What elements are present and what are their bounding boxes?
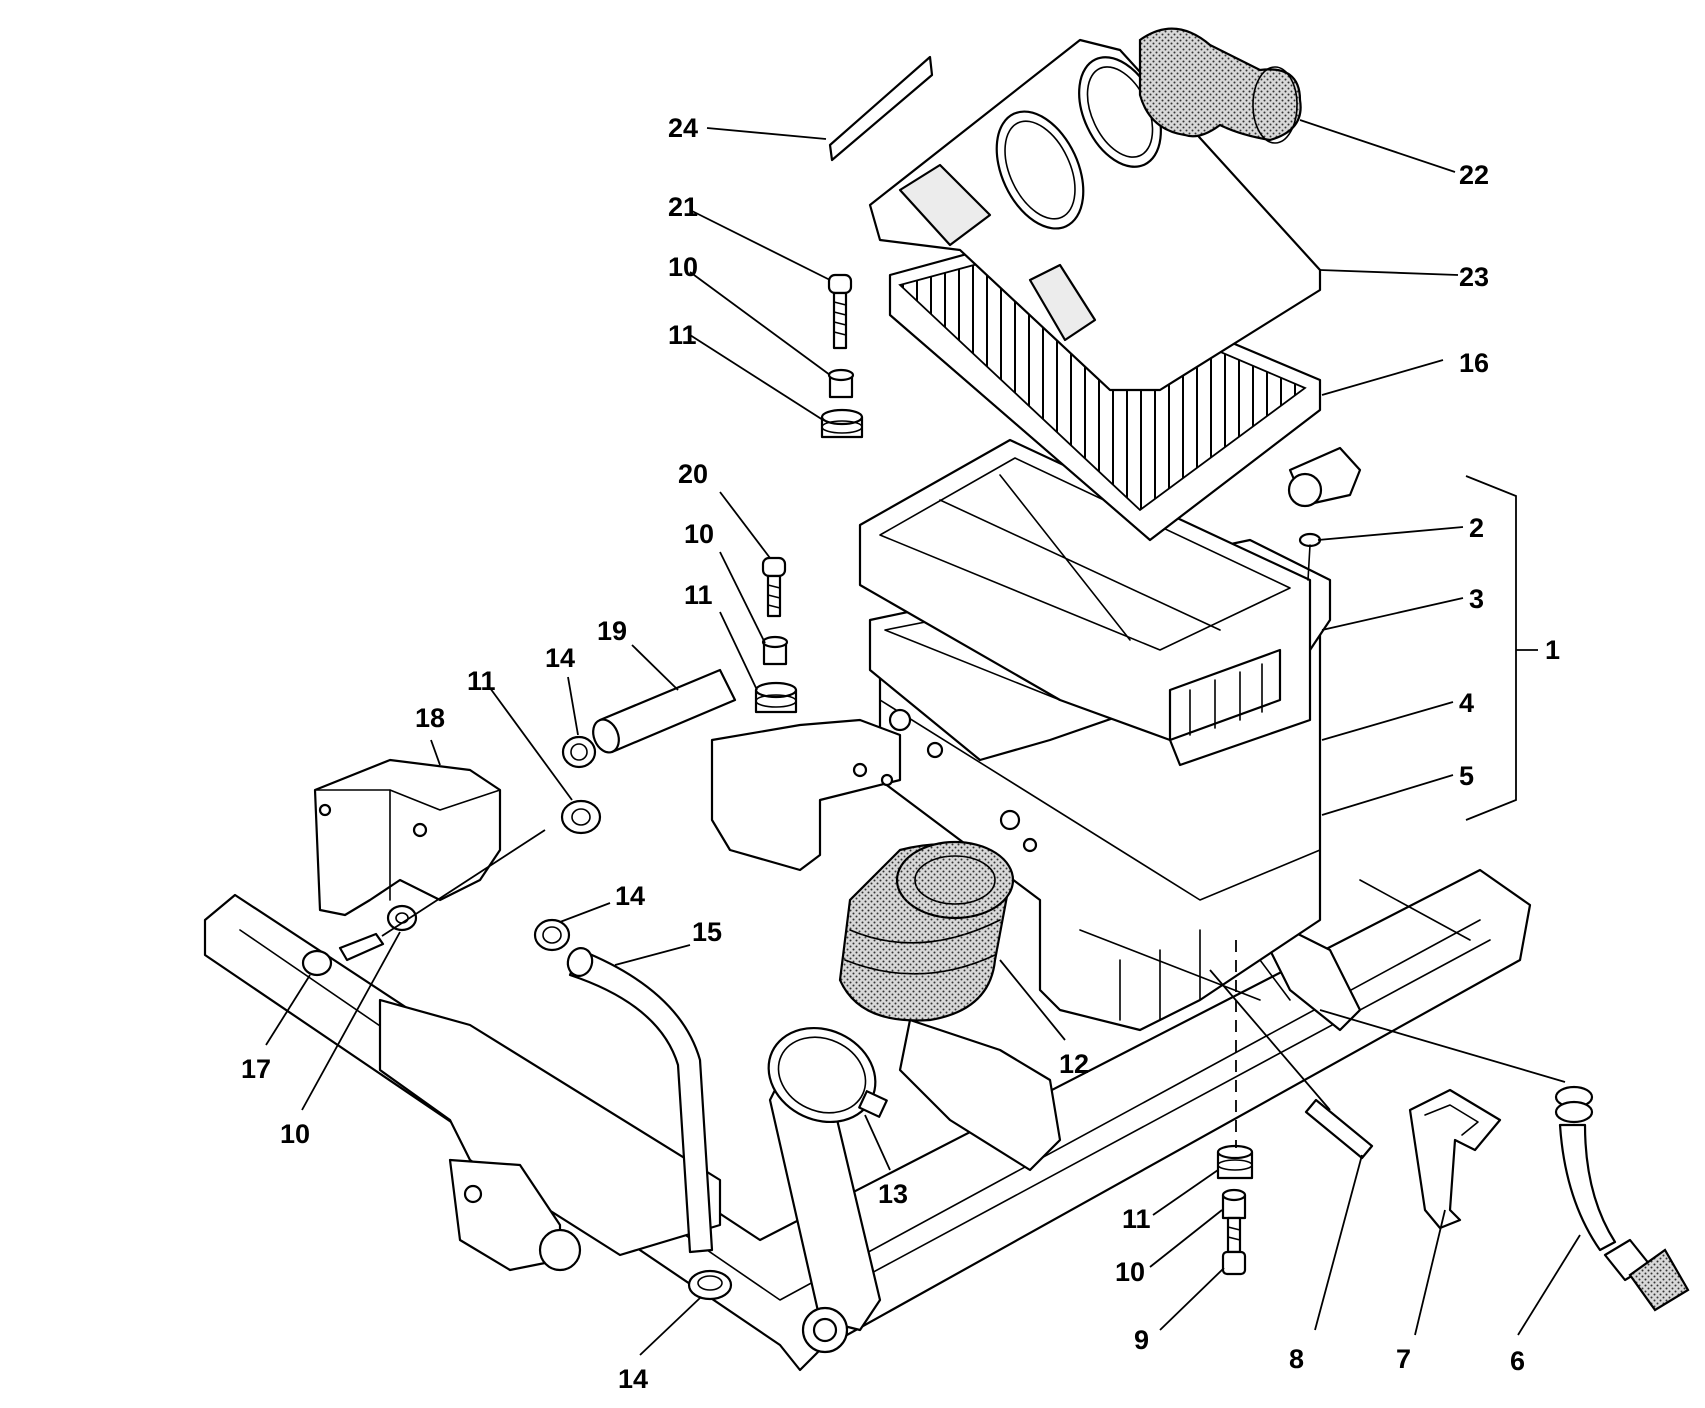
callout-labels: 24 21 10 11 22 23 16 2 3 1 4 5 20 10 11 …	[241, 113, 1560, 1394]
part-14-clamp-mid	[533, 918, 571, 952]
callout-14-top: 14	[545, 643, 575, 673]
callout-22: 22	[1459, 160, 1489, 190]
callout-10-left: 10	[280, 1119, 310, 1149]
callout-24: 24	[668, 113, 698, 143]
grommet-11-top	[820, 408, 864, 439]
callout-17: 17	[241, 1054, 271, 1084]
washer-10-bottom	[1221, 1188, 1247, 1220]
part-6-breather-hose	[1554, 1085, 1690, 1312]
callout-1: 1	[1545, 635, 1560, 665]
rubber-plug	[1287, 446, 1362, 508]
part-14-clamp-top	[561, 735, 597, 769]
frame	[203, 868, 1532, 1372]
part-17-bolt	[301, 932, 385, 977]
callout-4: 4	[1459, 688, 1474, 718]
callout-14-bottom: 14	[618, 1364, 648, 1394]
callout-16: 16	[1459, 348, 1489, 378]
callout-11-bottom: 11	[1122, 1204, 1151, 1234]
part-2-screw	[1298, 532, 1322, 581]
callout-6: 6	[1510, 1346, 1525, 1376]
part-19-hose	[592, 668, 737, 754]
part-10-washer-left	[386, 904, 418, 932]
callout-3: 3	[1469, 584, 1484, 614]
bolt-20	[761, 556, 787, 618]
bolt-9	[1221, 1216, 1247, 1276]
grommet-11-bottom	[1216, 1144, 1254, 1180]
callout-10-top: 10	[668, 252, 698, 282]
part-11-grommet-left	[560, 799, 602, 835]
callout-10-bottom: 10	[1115, 1257, 1145, 1287]
callout-21: 21	[668, 192, 698, 222]
callout-20: 20	[678, 459, 708, 489]
callout-11-top: 11	[668, 320, 697, 350]
callout-7: 7	[1396, 1344, 1411, 1374]
callout-9: 9	[1134, 1325, 1149, 1355]
part-18-air-box-bracket	[313, 758, 502, 917]
part-24-label	[828, 55, 934, 162]
callout-13: 13	[878, 1179, 908, 1209]
callout-15: 15	[692, 917, 722, 947]
callout-2: 2	[1469, 513, 1484, 543]
callout-12: 12	[1059, 1049, 1089, 1079]
washer-10-mid	[761, 635, 789, 666]
part-7-bracket	[1408, 1088, 1502, 1230]
callout-10-mid: 10	[684, 519, 714, 549]
part-14-clamp-bottom	[687, 1269, 733, 1301]
callout-23: 23	[1459, 262, 1489, 292]
callout-5: 5	[1459, 761, 1474, 791]
callout-19: 19	[597, 616, 627, 646]
assembly-line-left	[381, 829, 546, 937]
part-12-intake-boot	[838, 840, 1015, 1022]
mounting-bracket	[710, 718, 902, 872]
part-13-hose-clamp	[767, 1026, 888, 1124]
callout-14-mid: 14	[615, 881, 645, 911]
part-15-hose	[566, 947, 714, 1254]
washer-10-top	[827, 368, 855, 399]
group-bracket-1	[1465, 475, 1517, 821]
leader-lines	[265, 119, 1581, 1356]
callout-11-mid: 11	[684, 580, 713, 610]
grommet-11-mid	[754, 681, 798, 714]
callout-18: 18	[415, 703, 445, 733]
callout-8: 8	[1289, 1344, 1304, 1374]
part-23-airbox-cover	[868, 38, 1322, 392]
bolt-21	[827, 273, 853, 350]
callout-11-left: 11	[467, 666, 496, 696]
part-22-intake-duct	[1138, 27, 1302, 144]
